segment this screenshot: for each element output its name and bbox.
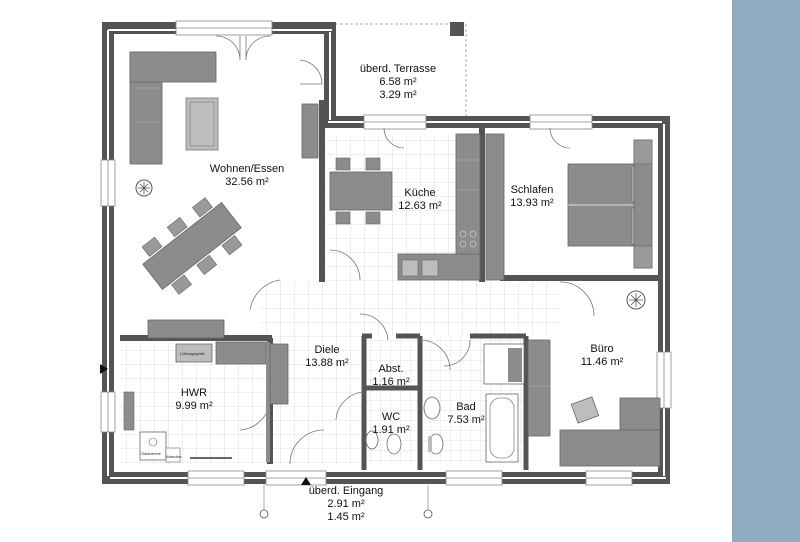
office-chair [570,396,600,424]
living-furniture [129,51,319,339]
room-area-wohnen: 32.56 m² [225,176,269,188]
shower-tray [508,348,522,382]
abst-floor [364,340,418,388]
terrace-area-1: 6.58 m² [379,76,417,88]
office-furniture [527,290,661,467]
terrace-post [450,22,464,36]
wc-toilet [386,433,402,455]
dining-table [142,202,242,290]
entrance-area-2: 1.45 m² [327,511,365,523]
washing-machine [165,447,181,463]
office-cabinet [527,339,551,437]
door-swings [215,35,595,465]
room-label-wc: WC [382,411,400,423]
bath-fixtures [365,343,525,463]
coffee-table [185,97,219,151]
hall-floor [260,281,560,336]
room-label-diele: Diele [314,344,339,356]
bedroom-furniture [567,139,653,269]
hwr-furniture: Lüftungsgerät Gastherme Waschm. [123,341,289,463]
hwr-counter-label: Lüftungsgerät [180,351,205,356]
wc-sink [365,430,379,450]
wm-label: Waschm. [166,454,183,459]
entrance-area-1: 2.91 m² [327,498,365,510]
low-cabinet [147,319,225,339]
gas-unit-label: Gastherme [141,451,162,456]
room-area-hwr: 9.99 m² [175,400,213,412]
terrace-label: überd. Terrasse [360,63,436,75]
room-labels: Wohnen/Essen 32.56 m² Küche 12.63 m² Sch… [175,63,623,523]
sofa-back [129,51,217,83]
room-area-bad: 7.53 m² [447,414,485,426]
entrance-markers [259,485,433,519]
side-color-bar [732,0,800,542]
room-label-hwr: HWR [181,387,207,399]
floor-plan: Lüftungsgerät Gastherme Waschm. Wohnen/E… [100,20,672,523]
room-label-abst: Abst. [378,363,403,375]
interior-walls [120,100,660,470]
desk [559,429,661,467]
hwr-counter [175,343,213,363]
kitchen-table [329,171,393,211]
bath-sink [423,396,441,420]
sideboard [301,103,319,159]
windows [100,20,672,486]
room-area-diele: 13.88 m² [305,357,349,369]
room-label-kueche: Küche [404,187,435,199]
room-label-buero: Büro [590,343,613,355]
sink [401,259,419,277]
triangle-up-icon [301,477,311,485]
room-area-kueche: 12.63 m² [398,200,442,212]
room-label-bad: Bad [456,401,476,413]
room-area-buero: 11.46 m² [581,356,624,368]
entrance-label: überd. Eingang [309,485,384,497]
terrace-outline [330,22,467,122]
room-area-schlafen: 13.93 m² [510,197,554,209]
kitchen-furniture [329,133,505,281]
room-area-wc: 1.91 m² [372,424,410,436]
entrance-post-right [423,509,433,519]
triangle-right-icon [100,364,108,374]
terrace-area-2: 3.29 m² [379,89,417,101]
room-label-wohnen: Wohnen/Essen [210,163,284,175]
room-label-schlafen: Schlafen [511,184,554,196]
entrance-post-left [259,509,269,519]
room-area-abst: 1.16 m² [372,376,410,388]
